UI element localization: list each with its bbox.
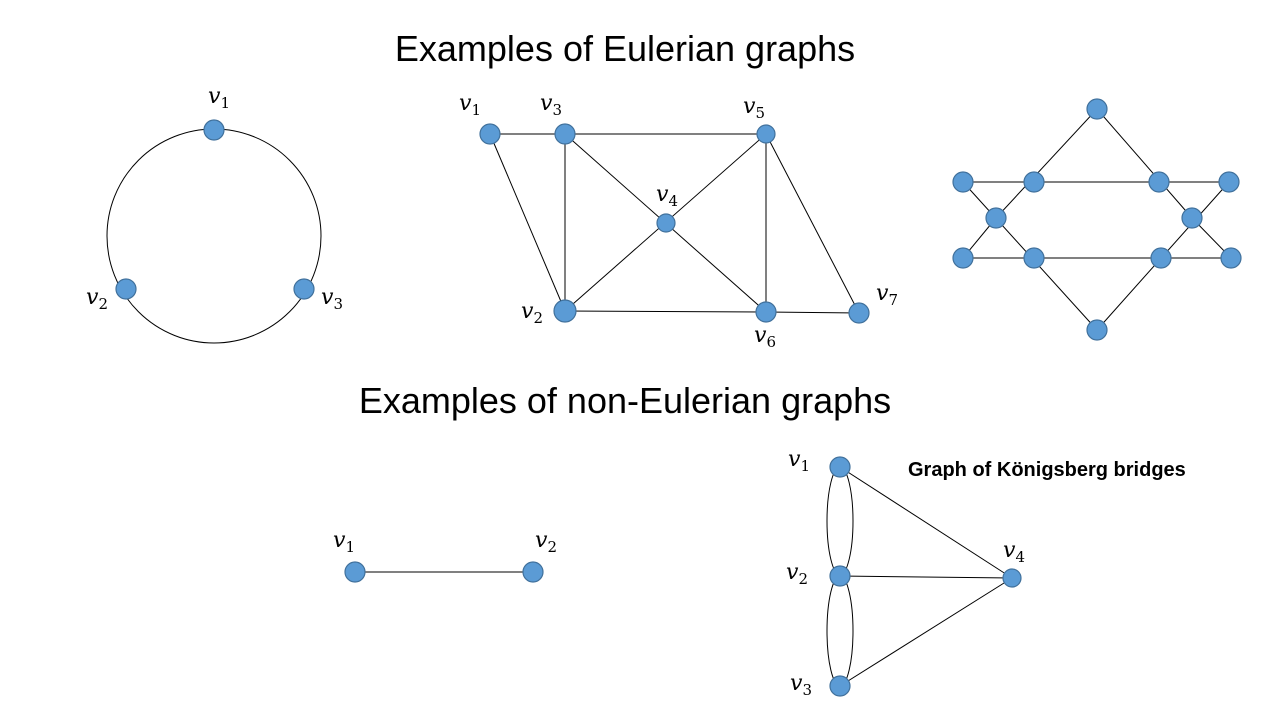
vertex-v5 bbox=[756, 124, 776, 144]
edge-v2-v3-double bbox=[826, 575, 854, 687]
vertex-inner-lower-right bbox=[1150, 247, 1172, 269]
vertex-v3 bbox=[554, 123, 576, 145]
vertex-bottom bbox=[1086, 319, 1108, 341]
vertex-v1 bbox=[479, 123, 501, 145]
vertex-v6 bbox=[755, 301, 777, 323]
vertex-v2 bbox=[829, 565, 851, 587]
vertex-mid-left bbox=[985, 207, 1007, 229]
vertex-inner-lower-left bbox=[1023, 247, 1045, 269]
label-v1: v1 bbox=[788, 447, 810, 475]
vertex-v1 bbox=[344, 561, 366, 583]
label-v5: v5 bbox=[743, 94, 765, 122]
cycle-edge bbox=[106, 128, 322, 344]
vertex-v4 bbox=[656, 213, 676, 233]
vertex-right-upper bbox=[1218, 171, 1240, 193]
graph-cycle: v1 v2 v3 bbox=[86, 84, 343, 344]
vertex-v2 bbox=[553, 299, 577, 323]
label-v2: v2 bbox=[521, 299, 543, 327]
vertex-left-upper bbox=[952, 171, 974, 193]
vertex-v3 bbox=[829, 675, 851, 697]
vertex-inner-upper-left bbox=[1023, 171, 1045, 193]
label-v3: v3 bbox=[790, 671, 812, 699]
edge-v1-v2 bbox=[489, 133, 566, 312]
edge-v6-v7 bbox=[765, 311, 860, 314]
non-eulerian-title: Examples of non-Eulerian graphs bbox=[358, 380, 892, 421]
edge-v3-v4 bbox=[839, 577, 1013, 687]
vertex-v7 bbox=[848, 302, 870, 324]
edge-v5-v7 bbox=[765, 133, 860, 314]
label-v3: v3 bbox=[540, 91, 562, 119]
graph-hexagram bbox=[952, 98, 1242, 341]
vertex-inner-upper-right bbox=[1148, 171, 1170, 193]
label-v3: v3 bbox=[321, 285, 343, 313]
vertex-left-lower bbox=[952, 247, 974, 269]
vertex-right-lower bbox=[1220, 247, 1242, 269]
label-v2: v2 bbox=[86, 285, 108, 313]
vertex-v2 bbox=[115, 278, 137, 300]
label-v1: v1 bbox=[333, 528, 355, 556]
label-v2: v2 bbox=[535, 528, 557, 556]
label-v2: v2 bbox=[786, 560, 808, 588]
vertex-v4 bbox=[1002, 568, 1022, 588]
label-v4: v4 bbox=[1003, 538, 1025, 566]
edge-apex-right bbox=[1096, 108, 1193, 219]
graph-seven-vertex: v1 v2 v3 v4 v5 v6 v7 bbox=[459, 91, 898, 351]
label-v6: v6 bbox=[754, 323, 776, 351]
eulerian-title: Examples of Eulerian graphs bbox=[394, 28, 856, 69]
edge-v2-v6 bbox=[564, 310, 767, 313]
label-v4: v4 bbox=[656, 182, 678, 210]
vertex-mid-right bbox=[1181, 207, 1203, 229]
edge-v2-v4 bbox=[839, 575, 1013, 579]
vertex-v1 bbox=[203, 119, 225, 141]
graph-single-edge: v1 v2 bbox=[333, 528, 557, 583]
edge-v1-v4 bbox=[839, 466, 1013, 579]
edge-v1-v2-double bbox=[826, 466, 854, 576]
graph-konigsberg: v1 v2 v3 v4 bbox=[786, 447, 1025, 699]
label-v1: v1 bbox=[208, 84, 230, 112]
vertex-v1 bbox=[829, 456, 851, 478]
konigsberg-caption: Graph of Königsberg bridges bbox=[908, 459, 1186, 481]
label-v1: v1 bbox=[459, 91, 481, 119]
vertex-v2 bbox=[522, 561, 544, 583]
label-v7: v7 bbox=[876, 281, 898, 309]
vertex-v3 bbox=[293, 278, 315, 300]
vertex-top bbox=[1086, 98, 1108, 120]
edge-apex-left bbox=[995, 108, 1098, 219]
